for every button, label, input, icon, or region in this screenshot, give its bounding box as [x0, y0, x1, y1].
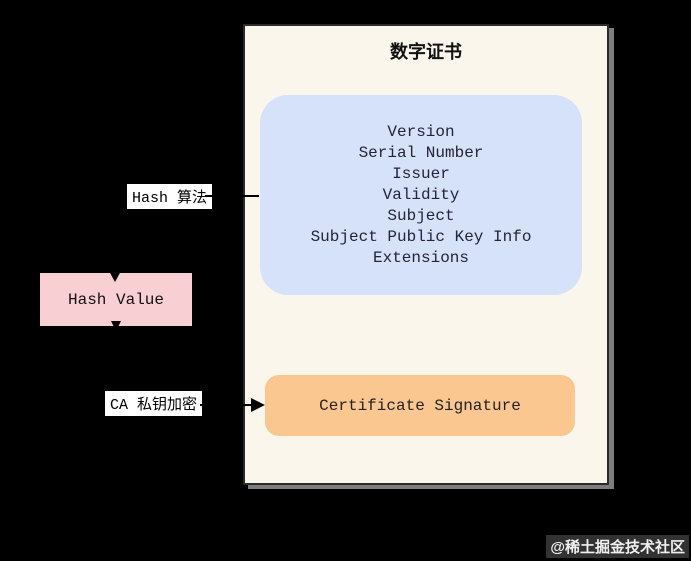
certificate-signature-box: Certificate Signature [265, 375, 575, 436]
certificate-fields-box: Version Serial Number Issuer Validity Su… [260, 95, 582, 295]
ca-private-key-label: CA 私钥加密 [105, 391, 203, 416]
panel-title: 数字证书 [390, 42, 462, 62]
watermark: @稀土掘金技术社区 [546, 535, 689, 558]
field-extensions: Extensions [372, 248, 469, 267]
field-validity: Validity [382, 185, 460, 204]
field-subject: Subject [387, 206, 455, 225]
certificate-panel: 数字证书 Version Serial Number Issuer Validi… [243, 24, 609, 485]
field-version: Version [387, 122, 455, 141]
field-subject-public-key-info: Subject Public Key Info [310, 227, 532, 246]
hash-value-box: Hash Value [40, 273, 192, 326]
hash-algorithm-label: Hash 算法 [127, 184, 213, 209]
certificate-signature-label: Certificate Signature [319, 396, 521, 415]
field-issuer: Issuer [392, 164, 450, 183]
field-serial-number: Serial Number [358, 143, 484, 162]
